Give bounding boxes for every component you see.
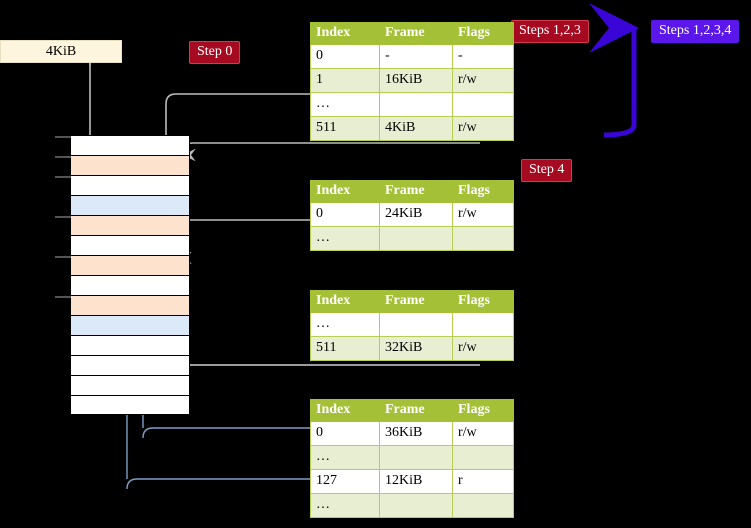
physical-memory-column xyxy=(55,135,190,415)
memory-row-tick xyxy=(55,156,71,158)
memory-row-tick xyxy=(55,136,71,138)
cell-index: 0 xyxy=(310,421,380,446)
cell-index: 511 xyxy=(310,116,380,141)
cell-index: 127 xyxy=(310,469,380,494)
memory-row-tick xyxy=(55,216,71,218)
cell-flags: r/w xyxy=(452,116,514,141)
table-row: … xyxy=(310,445,514,470)
cell-index: 1 xyxy=(310,68,380,93)
cell-flags xyxy=(452,92,514,117)
label-steps123: Steps 1,2,3 xyxy=(511,20,589,43)
cell-frame: 16KiB xyxy=(379,68,453,93)
cell-frame: 24KiB xyxy=(379,202,453,227)
column-header-index: Index xyxy=(310,290,380,313)
cell-flags: r/w xyxy=(452,68,514,93)
frame-4kib-label: 4KiB xyxy=(45,43,77,59)
memory-row xyxy=(70,395,190,415)
table-row: … xyxy=(310,312,514,337)
memory-row xyxy=(55,215,190,235)
memory-row xyxy=(55,295,190,315)
memory-row xyxy=(70,335,190,355)
column-header-frame: Frame xyxy=(379,180,453,203)
cell-flags xyxy=(452,445,514,470)
cell-frame xyxy=(379,445,453,470)
cell-frame xyxy=(379,92,453,117)
memory-row xyxy=(70,375,190,395)
memory-row xyxy=(70,355,190,375)
cell-frame xyxy=(379,226,453,251)
cell-frame xyxy=(379,312,453,337)
memory-row-tick xyxy=(55,296,71,298)
cell-frame xyxy=(379,493,453,518)
cell-flags: - xyxy=(452,44,514,69)
column-header-index: Index xyxy=(310,22,380,45)
memory-row xyxy=(55,155,190,175)
cell-flags xyxy=(452,312,514,337)
memory-row xyxy=(70,235,190,255)
cell-frame: - xyxy=(379,44,453,69)
memory-row xyxy=(70,315,190,335)
cell-frame: 12KiB xyxy=(379,469,453,494)
cell-flags: r/w xyxy=(452,336,514,361)
column-header-index: Index xyxy=(310,399,380,422)
memory-row xyxy=(55,175,190,195)
cell-index: 0 xyxy=(310,44,380,69)
column-header-frame: Frame xyxy=(379,290,453,313)
connector-steps-bracket xyxy=(589,3,639,138)
label-steps1234: Steps 1,2,3,4 xyxy=(651,20,740,43)
memory-row xyxy=(55,135,190,155)
memory-row-tick xyxy=(55,176,71,178)
connector-mem-row1-right xyxy=(182,142,480,154)
column-header-flags: Flags xyxy=(452,399,514,422)
memory-row xyxy=(55,255,190,275)
cell-flags xyxy=(452,493,514,518)
table-row: … xyxy=(310,226,514,251)
column-header-frame: Frame xyxy=(379,22,453,45)
table-row: … xyxy=(310,92,514,117)
column-header-flags: Flags xyxy=(452,180,514,203)
memory-row xyxy=(70,275,190,295)
cell-index: … xyxy=(310,493,380,518)
cell-flags: r/w xyxy=(452,202,514,227)
label-step0: Step 0 xyxy=(189,41,241,64)
cell-index: … xyxy=(310,92,380,117)
column-header-flags: Flags xyxy=(452,22,514,45)
memory-row xyxy=(70,195,190,215)
cell-flags: r/w xyxy=(452,421,514,446)
cell-index: … xyxy=(310,445,380,470)
cell-frame: 4KiB xyxy=(379,116,453,141)
column-header-flags: Flags xyxy=(452,290,514,313)
cell-index: 0 xyxy=(310,202,380,227)
table-row: … xyxy=(310,493,514,518)
cell-index: 511 xyxy=(310,336,380,361)
cell-index: … xyxy=(310,312,380,337)
memory-row-tick xyxy=(55,256,71,258)
column-header-index: Index xyxy=(310,180,380,203)
cell-flags: r xyxy=(452,469,514,494)
column-header-frame: Frame xyxy=(379,399,453,422)
cell-frame: 32KiB xyxy=(379,336,453,361)
cell-flags xyxy=(452,226,514,251)
cell-index: … xyxy=(310,226,380,251)
frame-4kib-box: 4KiB xyxy=(0,40,122,63)
cell-frame: 36KiB xyxy=(379,421,453,446)
table-row: 0-- xyxy=(310,44,514,69)
label-step4: Step 4 xyxy=(521,159,573,182)
